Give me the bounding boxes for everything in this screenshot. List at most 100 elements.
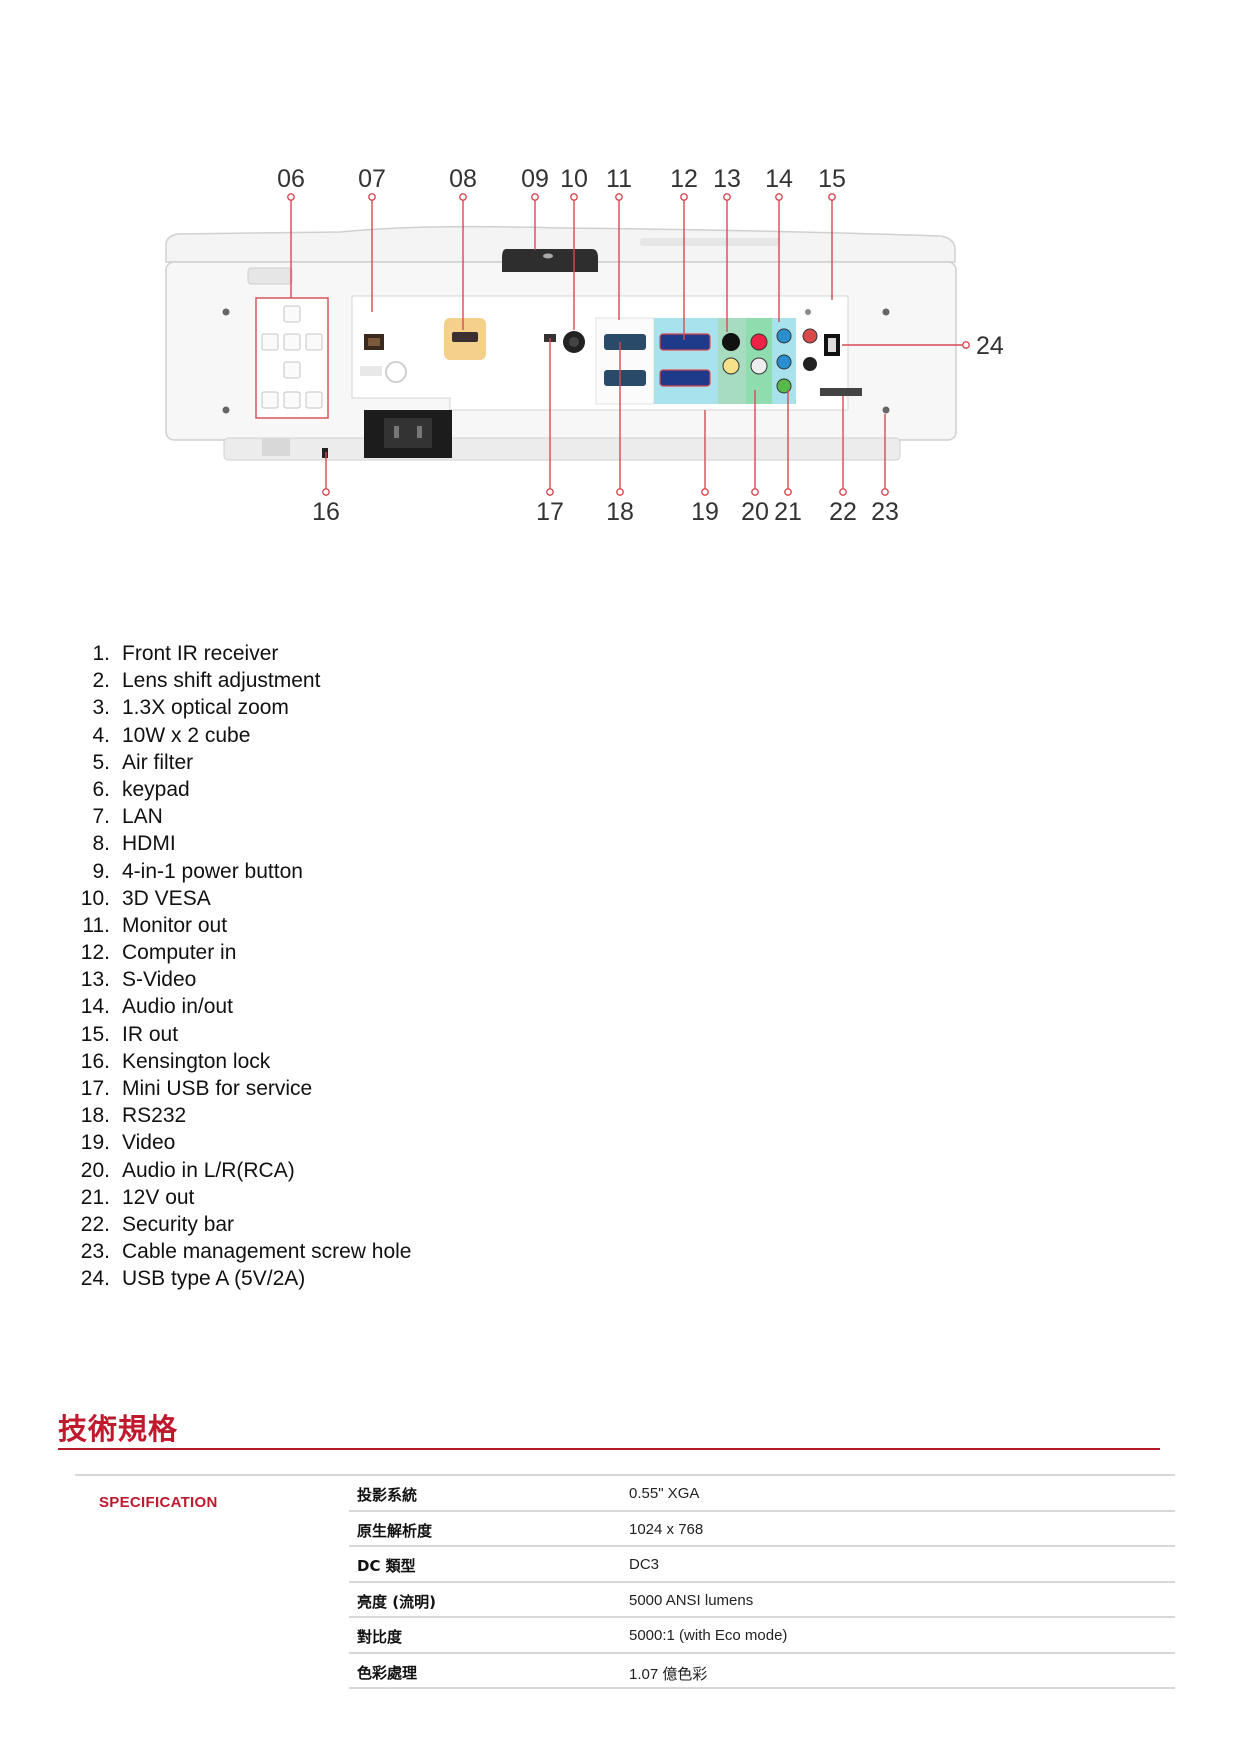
- callout-number: 15: [818, 165, 846, 193]
- callout-dot: [615, 193, 623, 201]
- list-item-label: IR out: [122, 1022, 179, 1046]
- usb-type-a-port: [824, 334, 840, 356]
- 3d-vesa-port: [563, 331, 585, 353]
- callout-number: 21: [774, 498, 802, 526]
- list-item-label: Security bar: [122, 1212, 235, 1236]
- list-item-label: Monitor out: [122, 913, 228, 937]
- list-item-label: USB type A (5V/2A): [122, 1267, 306, 1291]
- spec-row-name: 原生解析度: [357, 1521, 433, 1540]
- spec-row-name: 亮度 (流明): [357, 1592, 436, 1611]
- spec-row-name: 對比度: [357, 1628, 403, 1646]
- monitor-out-and-rs232: [595, 317, 655, 405]
- heading-divider: [58, 1448, 1160, 1450]
- list-item-number: 4.: [92, 723, 110, 747]
- callout-dot: [701, 488, 709, 496]
- callout-dot: [784, 488, 792, 496]
- spec-row: 對比度 5000:1 (with Eco mode): [349, 1618, 1175, 1654]
- hdmi-port: [444, 318, 486, 360]
- spec-row-value: 0.55" XGA: [629, 1485, 700, 1502]
- list-item-number: 10.: [80, 886, 110, 910]
- spec-heading: 技術規格: [58, 1412, 179, 1446]
- spec-row: 色彩處理 1.07 億色彩: [349, 1654, 1175, 1689]
- list-item-number: 14.: [80, 995, 110, 1019]
- spec-row-value: 5000:1 (with Eco mode): [629, 1627, 788, 1644]
- callout-dot: [723, 193, 731, 201]
- list-item-number: 8.: [92, 832, 110, 856]
- callout-number: 18: [606, 498, 634, 526]
- callout-number: 20: [741, 498, 769, 526]
- list-item-label: Lens shift adjustment: [122, 669, 321, 693]
- callout-dot: [616, 488, 624, 496]
- list-item-number: 20.: [80, 1158, 110, 1182]
- callout-dot: [775, 193, 783, 201]
- callout-number: 11: [606, 165, 632, 193]
- callout-dot: [962, 341, 970, 349]
- audio-in-out-ports: [772, 318, 796, 404]
- callout-number: 12: [670, 165, 698, 193]
- svideo-video-ports: [718, 318, 746, 404]
- spec-section-label: SPECIFICATION: [99, 1494, 218, 1511]
- list-item-number: 19.: [80, 1131, 110, 1155]
- callout-dot: [828, 193, 836, 201]
- list-item-label: Video: [122, 1131, 176, 1155]
- callout-number: 07: [358, 165, 386, 193]
- keypad: [255, 297, 329, 419]
- callout-number: 19: [691, 498, 719, 526]
- callout-number: 24: [976, 332, 1004, 360]
- spec-row: 投影系統 0.55" XGA: [349, 1476, 1175, 1512]
- list-item-number: 24.: [80, 1267, 110, 1291]
- 12v-out-port: [803, 357, 817, 371]
- callout-number: 23: [871, 498, 899, 526]
- list-item-number: 23.: [80, 1240, 110, 1264]
- list-item-label: Kensington lock: [122, 1049, 271, 1073]
- lan-port: [364, 334, 384, 350]
- callout-number: 17: [536, 498, 564, 526]
- kensington-lock: [322, 448, 328, 458]
- callout-number: 08: [449, 165, 477, 193]
- callout-dot: [322, 488, 330, 496]
- callout-number: 09: [521, 165, 549, 193]
- list-item-number: 15.: [80, 1022, 110, 1046]
- spec-row-name: DC 類型: [357, 1557, 416, 1575]
- list-item-number: 7.: [92, 805, 110, 829]
- list-item-number: 11.: [82, 913, 110, 937]
- spec-row: 亮度 (流明) 5000 ANSI lumens: [349, 1583, 1175, 1618]
- list-item-label: LAN: [122, 805, 163, 829]
- spec-row-value: DC3: [629, 1556, 660, 1573]
- list-item-label: RS232: [122, 1104, 187, 1128]
- spec-row-name: 投影系統: [357, 1486, 418, 1504]
- list-item-number: 3.: [92, 696, 110, 720]
- list-item-label: Cable management screw hole: [122, 1240, 412, 1264]
- list-item-number: 6.: [92, 777, 110, 801]
- spec-row-value: 1.07 億色彩: [629, 1665, 708, 1683]
- callout-dot: [839, 488, 847, 496]
- list-item-number: 2.: [92, 669, 110, 693]
- list-item-number: 13.: [80, 968, 110, 992]
- list-item-label: 4-in-1 power button: [122, 859, 303, 883]
- callout-dot: [459, 193, 467, 201]
- callout-dot: [546, 488, 554, 496]
- callout-dot: [570, 193, 578, 201]
- list-item-number: 9.: [92, 859, 110, 883]
- callout-dot: [881, 488, 889, 496]
- list-item-number: 21.: [80, 1185, 110, 1209]
- spec-row-name: 色彩處理: [357, 1663, 418, 1682]
- spec-row-value: 5000 ANSI lumens: [629, 1591, 754, 1609]
- security-bar: [820, 388, 862, 396]
- callout-dot: [680, 193, 688, 201]
- computer-in-ports: [654, 318, 718, 404]
- list-item-label: HDMI: [122, 832, 176, 856]
- callout-number: 10: [560, 165, 588, 193]
- list-item-label: Audio in L/R(RCA): [122, 1158, 295, 1182]
- callout-dot: [287, 193, 295, 201]
- list-item-label: 10W x 2 cube: [122, 723, 251, 747]
- list-item-number: 18.: [80, 1104, 110, 1128]
- callout-dot: [368, 193, 376, 201]
- audio-rca-ports: [746, 318, 772, 404]
- callout-number: 06: [277, 165, 305, 193]
- list-item-label: Audio in/out: [122, 995, 233, 1019]
